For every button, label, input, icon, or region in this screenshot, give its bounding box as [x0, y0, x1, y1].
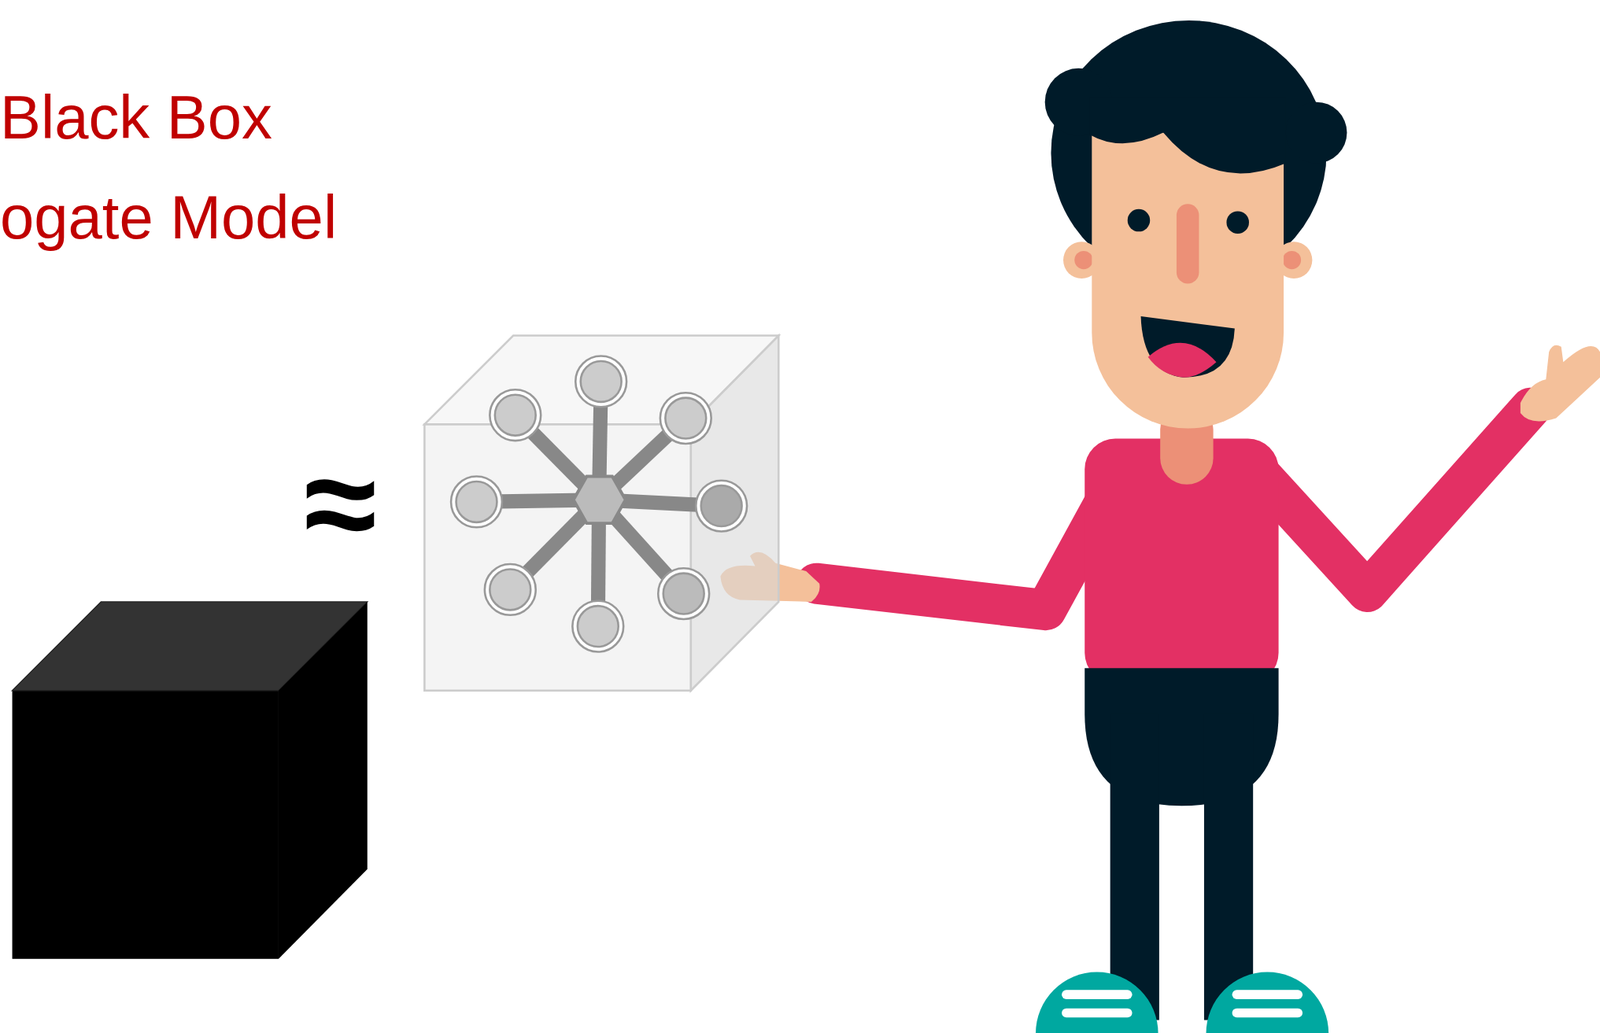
network-node: [577, 606, 619, 647]
face: [1091, 133, 1284, 429]
network-node: [495, 395, 536, 437]
ear-inner: [1282, 251, 1301, 270]
left-leg: [1110, 714, 1160, 1021]
surrogate-cube: [424, 336, 779, 691]
node-ring: [484, 564, 536, 616]
black-box-front: [12, 690, 279, 960]
black-box: [12, 602, 368, 960]
eye: [1226, 210, 1249, 234]
network-spokes: [476, 381, 721, 627]
network-node: [489, 569, 531, 610]
mouth: [1141, 316, 1235, 378]
person: [1035, 20, 1600, 1033]
right-arm: [1260, 408, 1531, 592]
right-leg: [1204, 714, 1253, 1021]
right-shoe: [1206, 972, 1330, 1033]
node-ring: [695, 480, 747, 533]
network-node: [580, 361, 622, 403]
left-arm: [816, 479, 1117, 610]
network-node: [456, 481, 498, 523]
nose: [1176, 203, 1200, 284]
left-shoe: [1035, 972, 1159, 1033]
approx-symbol: ≈: [303, 436, 377, 570]
node-ring: [489, 389, 541, 441]
network-node: [665, 398, 706, 440]
node-ring: [450, 476, 503, 528]
shoe-stripes: [1066, 994, 1298, 1013]
hair-curl: [1285, 102, 1348, 164]
title-text: ogate Model: [0, 188, 337, 250]
node-ring: [572, 601, 624, 653]
hair-fringe: [1090, 96, 1286, 174]
hub-hexagon: [573, 476, 626, 524]
eye: [1127, 209, 1151, 233]
right-hand: [1520, 345, 1600, 422]
network-node: [701, 485, 743, 527]
shoe-stripe: [1236, 990, 1298, 1000]
cube-side: [690, 336, 780, 691]
node-ring: [657, 568, 710, 620]
network-nodes: [450, 355, 747, 652]
node-ring: [660, 392, 712, 444]
shoe-stripe: [1066, 990, 1128, 1000]
ear-inner: [1074, 251, 1093, 270]
tongue: [1148, 343, 1217, 378]
black-box-side: [278, 602, 368, 960]
shoe-stripe: [1066, 1008, 1128, 1019]
node-ring: [575, 355, 627, 407]
title-text: Black Box: [0, 88, 273, 150]
shoe-stripe: [1236, 1008, 1298, 1019]
network-node: [663, 573, 705, 615]
